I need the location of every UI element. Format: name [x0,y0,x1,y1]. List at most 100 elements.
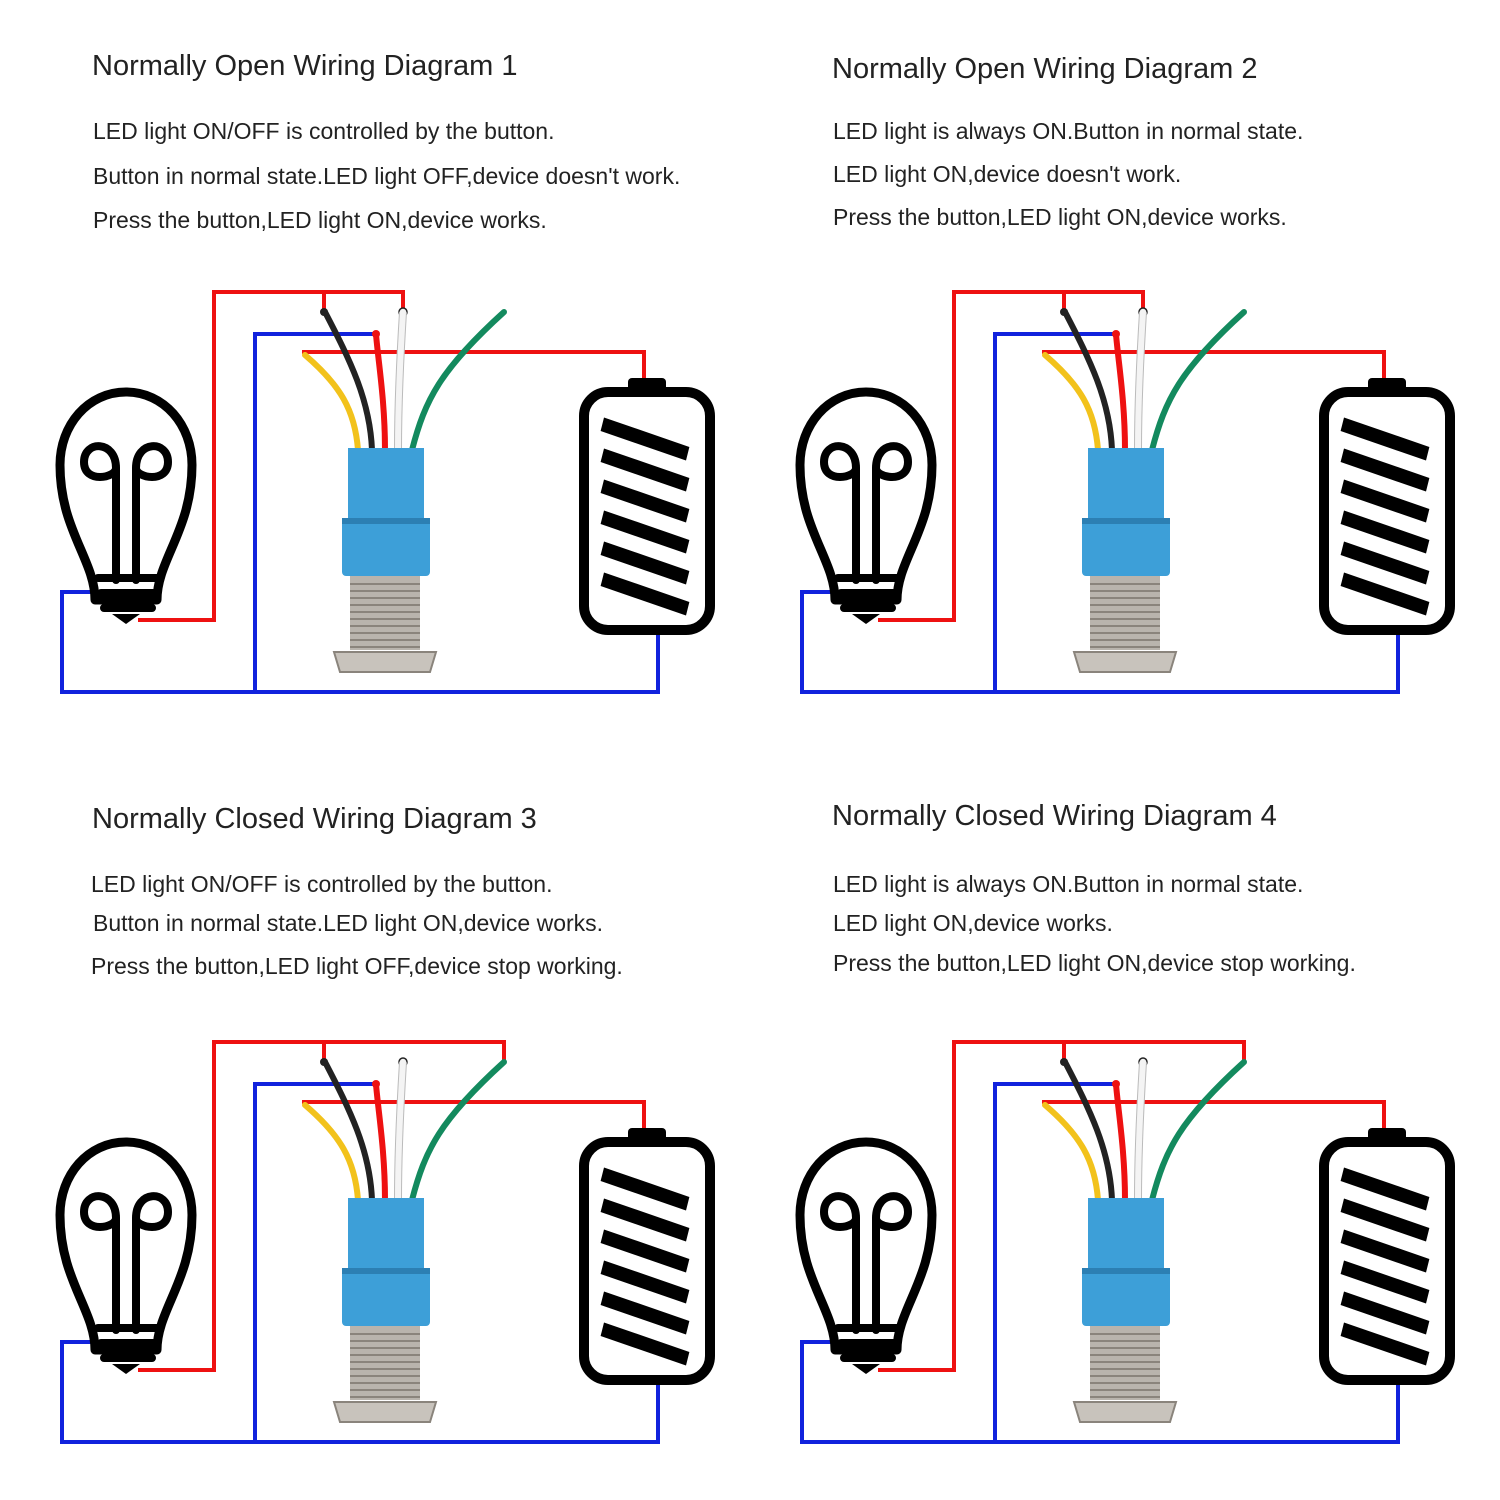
connector-upper [348,1198,424,1270]
neutral-wire [60,1340,660,1444]
battery-cell-stripe [600,1322,690,1366]
bulb-icon [795,387,937,624]
live-wire-battery [1042,350,1386,380]
battery-cell-stripe [600,1291,690,1335]
diagram-description-line: LED light ON,device doesn't work. [833,161,1182,187]
diagram-description-line: Button in normal state.LED light OFF,dev… [93,163,681,189]
live-wire-top [878,1040,1246,1372]
battery-cell-stripe [600,417,690,461]
diagram-description-line: LED light ON/OFF is controlled by the bu… [93,118,555,144]
neutral-wire [800,1340,1400,1444]
diagram-artwork [795,290,1455,694]
diagram-panel-1: Normally Open Wiring Diagram 1 LED light… [0,0,750,750]
switch-nut [1072,1401,1178,1423]
battery-cell-stripe [1340,1198,1430,1242]
live-wire-top [138,290,405,622]
switch-wire [1149,309,1247,453]
bulb-glass [55,387,197,605]
battery-cell-stripe [1340,541,1430,585]
connector-upper [1088,448,1164,520]
switch-wire [1135,1059,1146,1203]
live-wire-battery [302,350,646,380]
battery-icon [1319,378,1455,635]
bulb-tip [112,614,140,624]
battery-cell-stripe [1340,510,1430,554]
switch-wire [1149,1059,1247,1203]
diagram-artwork [55,290,715,694]
battery-cell-stripe [600,448,690,492]
connector-upper [1088,1198,1164,1270]
diagram-description-line: Press the button,LED light ON,device sto… [833,950,1356,976]
diagram-description-line: Button in normal state.LED light ON,devi… [93,910,604,936]
battery-cell-stripe [600,541,690,585]
wiring-diagram-1 [55,290,715,694]
switch-wire [395,309,406,453]
push-button-switch [302,1059,507,1423]
live-wire-top [138,1040,506,1372]
live-wire-battery [1042,1100,1386,1130]
battery-cell-stripe [600,1260,690,1304]
battery-cell-stripe [600,572,690,616]
bulb-tip [112,1364,140,1374]
battery-cell-stripe [1340,1291,1430,1335]
diagram-panel-3: Normally Closed Wiring Diagram 3 LED lig… [0,750,750,1500]
switch-wire [322,1059,375,1203]
bulb-filament [79,1192,173,1334]
diagram-description-line: Press the button,LED light ON,device wor… [833,204,1287,230]
diagram-title: Normally Open Wiring Diagram 2 [832,53,1258,85]
switch-wire [1062,309,1115,453]
connector-lower [342,1268,430,1326]
connector-ridge [1082,1268,1170,1274]
bulb-glass [55,1137,197,1355]
switch-wire [302,1102,361,1203]
switch-wire [1113,1081,1128,1203]
battery-cell-stripe [1340,448,1430,492]
battery-cell-stripe [1340,417,1430,461]
switch-wire [373,331,388,453]
battery-cell-stripe [600,1198,690,1242]
battery-icon [1319,1128,1455,1385]
bulb-icon [55,1137,197,1374]
bulb-glass [795,1137,937,1355]
connector-ridge [1082,518,1170,524]
diagram-description-line: LED light ON/OFF is controlled by the bu… [91,871,553,897]
diagram-panel-4: Normally Closed Wiring Diagram 4 LED lig… [740,750,1490,1500]
switch-wire [395,1059,406,1203]
diagram-description-line: LED light is always ON.Button in normal … [833,118,1304,144]
wiring-diagram-3 [55,1040,715,1444]
wiring-diagram-4 [795,1040,1455,1444]
connector-lower [1082,518,1170,576]
bulb-glass [795,387,937,605]
switch-wire [373,1081,388,1203]
switch-wire [409,309,507,453]
battery-icon [579,1128,715,1385]
switch-nut [332,1401,438,1423]
circuit-wires [60,290,660,694]
live-wire-battery [302,1100,646,1130]
diagram-description-line: LED light ON,device works. [833,910,1113,936]
push-button-switch [1042,1059,1247,1423]
battery-cell-stripe [1340,1167,1430,1211]
diagram-title: Normally Closed Wiring Diagram 3 [92,803,537,835]
battery-cell-stripe [600,1229,690,1273]
bulb-tip [852,614,880,624]
wiring-diagram-2 [795,290,1455,694]
battery-cell-stripe [1340,572,1430,616]
switch-wire [1042,352,1101,453]
battery-cell-stripe [600,510,690,554]
battery-cell-stripe [1340,1322,1430,1366]
switch-wire [1135,309,1146,453]
connector-ridge [342,1268,430,1274]
diagram-description-line: Press the button,LED light OFF,device st… [91,953,623,979]
switch-wire [302,352,361,453]
switch-wire [409,1059,507,1203]
switch-nut [1072,651,1178,673]
switch-wire [1042,1102,1101,1203]
battery-cell-stripe [600,479,690,523]
connector-upper [348,448,424,520]
battery-cell-stripe [1340,1229,1430,1273]
battery-cell-stripe [600,1167,690,1211]
neutral-wire [60,590,660,694]
bulb-icon [55,387,197,624]
battery-icon [579,378,715,635]
